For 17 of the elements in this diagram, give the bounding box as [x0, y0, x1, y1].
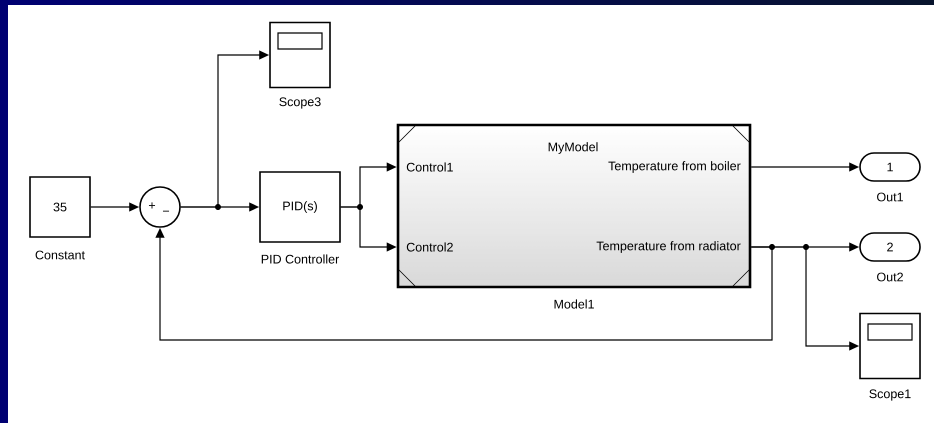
- block-label: PID Controller: [262, 254, 340, 264]
- sum-junction: + −: [139, 186, 181, 228]
- port-label: Control2: [406, 242, 453, 252]
- block-title: MyModel: [548, 142, 598, 154]
- outport-block: 2: [859, 232, 921, 262]
- block-label: Model1: [554, 299, 594, 309]
- block: 35: [29, 176, 91, 238]
- block-label: Scope1: [869, 389, 911, 401]
- block-label: Out1: [877, 192, 903, 202]
- block: PID(s): [259, 171, 341, 243]
- port-label: Control1: [406, 162, 453, 172]
- block-label: Constant: [36, 250, 85, 260]
- outport-block: 1: [859, 152, 921, 182]
- block-label: Out2: [877, 272, 903, 282]
- port-label: Temperature from boiler: [608, 161, 741, 173]
- block-label: Scope3: [279, 97, 321, 109]
- port-label: Temperature from radiator: [596, 241, 741, 253]
